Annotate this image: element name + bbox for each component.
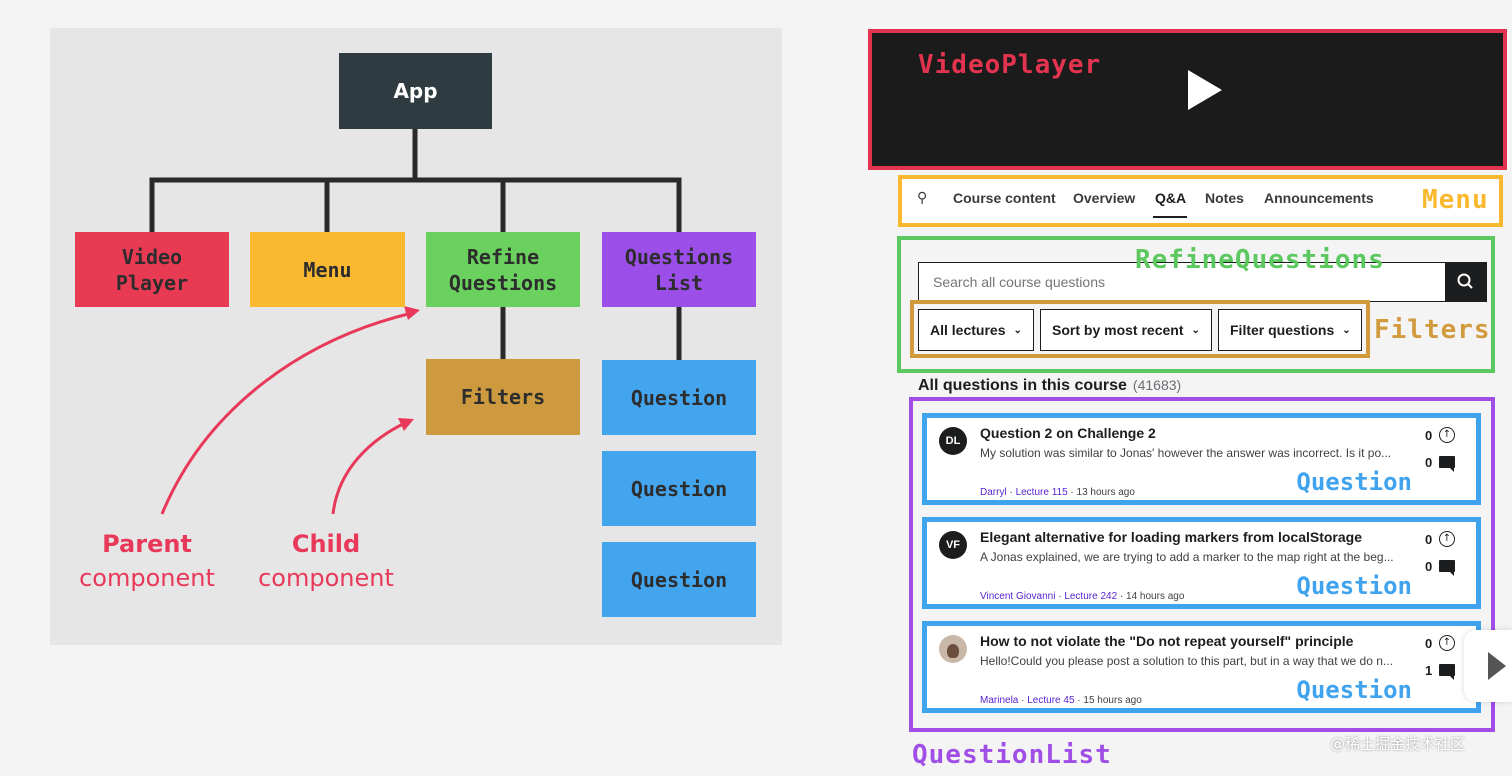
question-time: 14 hours ago: [1126, 591, 1185, 602]
child-label-line2: component: [258, 564, 394, 592]
all-questions-title: All questions in this course: [918, 377, 1127, 394]
search-input[interactable]: [918, 262, 1446, 302]
all-questions-heading: All questions in this course (41683): [918, 377, 1181, 395]
question-card[interactable]: How to not violate the "Do not repeat yo…: [922, 621, 1481, 713]
question-meta: Vincent Giovanni · Lecture 242 · 14 hour…: [980, 591, 1185, 602]
node-app: App: [339, 53, 492, 129]
question-list-label: QuestionList: [912, 740, 1112, 770]
parent-component-label: Parent component: [47, 527, 247, 595]
dropdown-filter-questions[interactable]: Filter questions ⌄: [1218, 309, 1362, 351]
search-button[interactable]: [1445, 262, 1487, 302]
video-player-label: VideoPlayer: [918, 50, 1102, 80]
upvote-icon[interactable]: ↑: [1439, 531, 1455, 547]
video-player-box[interactable]: [868, 29, 1507, 170]
search-icon[interactable]: ⚲: [917, 190, 928, 206]
node-question: Question: [602, 542, 756, 617]
node-video-player: Video Player: [75, 232, 229, 307]
question-card[interactable]: DL Question 2 on Challenge 2 My solution…: [922, 413, 1481, 505]
dropdown-label: Filter questions: [1230, 322, 1335, 338]
question-body: A Jonas explained, we are trying to add …: [980, 550, 1394, 564]
question-card[interactable]: VF Elegant alternative for loading marke…: [922, 517, 1481, 609]
dropdown-all-lectures[interactable]: All lectures ⌄: [918, 309, 1034, 351]
node-questions-list: Questions List: [602, 232, 756, 307]
all-questions-count: (41683): [1132, 377, 1182, 393]
dropdown-sort[interactable]: Sort by most recent ⌄: [1040, 309, 1212, 351]
reply-count: 0: [1425, 559, 1433, 574]
search-icon: [1457, 273, 1473, 289]
reply-count: 0: [1425, 455, 1433, 470]
menu-label: Menu: [1422, 185, 1489, 215]
question-lecture[interactable]: Lecture 115: [1015, 487, 1068, 498]
avatar: [939, 635, 967, 663]
question-meta: Darryl · Lecture 115 · 13 hours ago: [980, 487, 1135, 498]
node-refine-questions: Refine Questions: [426, 232, 580, 307]
question-list-box: [909, 397, 1495, 732]
question-time: 15 hours ago: [1083, 695, 1142, 706]
dropdown-label: All lectures: [930, 322, 1006, 338]
chat-icon[interactable]: [1439, 560, 1455, 576]
watermark: @稀土掘金技术社区: [1330, 735, 1466, 753]
upvote-icon[interactable]: ↑: [1439, 635, 1455, 651]
node-menu: Menu: [250, 232, 405, 307]
question-label: Question: [1296, 572, 1412, 600]
avatar: VF: [939, 531, 967, 559]
menu-item-course-content[interactable]: Course content: [953, 190, 1056, 206]
parent-label-line2: component: [79, 564, 215, 592]
child-label-line1: Child: [291, 530, 361, 558]
chat-icon[interactable]: [1439, 664, 1455, 680]
menu-item-overview[interactable]: Overview: [1073, 190, 1136, 206]
menu-item-announcements[interactable]: Announcements: [1264, 190, 1374, 206]
play-icon[interactable]: [1188, 70, 1222, 110]
refine-questions-label: RefineQuestions: [1135, 245, 1385, 275]
chat-icon[interactable]: [1439, 456, 1455, 472]
chevron-down-icon: ⌄: [1013, 324, 1022, 336]
node-question: Question: [602, 451, 756, 526]
question-title[interactable]: Question 2 on Challenge 2: [980, 425, 1156, 441]
active-tab-indicator: [1153, 216, 1187, 218]
menu-box: [898, 175, 1503, 227]
question-lecture[interactable]: Lecture 242: [1064, 591, 1118, 602]
question-label: Question: [1296, 676, 1412, 704]
question-author[interactable]: Marinela: [980, 695, 1019, 706]
question-author[interactable]: Darryl: [980, 487, 1007, 498]
menu-item-qa[interactable]: Q&A: [1155, 190, 1187, 206]
dropdown-label: Sort by most recent: [1052, 322, 1184, 338]
parent-label-line1: Parent: [102, 530, 192, 558]
refine-questions-box: [897, 236, 1495, 373]
chevron-down-icon: ⌄: [1191, 324, 1200, 336]
question-title[interactable]: Elegant alternative for loading markers …: [980, 529, 1362, 545]
question-body: My solution was similar to Jonas' howeve…: [980, 446, 1392, 460]
chevron-down-icon: ⌄: [1342, 324, 1351, 336]
next-slide-button[interactable]: [1464, 630, 1512, 702]
question-author[interactable]: Vincent Giovanni: [980, 591, 1056, 602]
avatar: DL: [939, 427, 967, 455]
node-question: Question: [602, 360, 756, 435]
upvote-count: 0: [1425, 428, 1433, 443]
node-filters: Filters: [426, 359, 580, 435]
upvote-count: 0: [1425, 636, 1433, 651]
filters-label: Filters: [1374, 315, 1491, 345]
question-time: 13 hours ago: [1076, 487, 1135, 498]
child-component-label: Child component: [226, 527, 426, 595]
reply-count: 1: [1425, 663, 1433, 678]
upvote-icon[interactable]: ↑: [1439, 427, 1455, 443]
menu-item-notes[interactable]: Notes: [1205, 190, 1244, 206]
filters-box: [910, 300, 1370, 358]
question-body: Hello!Could you please post a solution t…: [980, 654, 1393, 668]
question-lecture[interactable]: Lecture 45: [1027, 695, 1075, 706]
upvote-count: 0: [1425, 532, 1433, 547]
question-meta: Marinela · Lecture 45 · 15 hours ago: [980, 695, 1142, 706]
question-label: Question: [1296, 468, 1412, 496]
question-title[interactable]: How to not violate the "Do not repeat yo…: [980, 633, 1354, 649]
